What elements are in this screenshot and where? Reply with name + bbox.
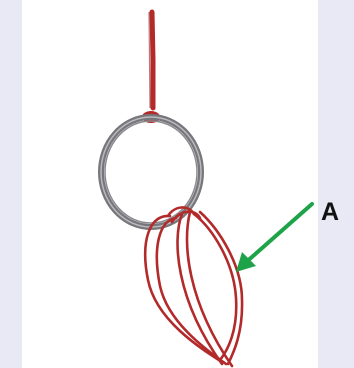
cord-loops [145, 207, 242, 366]
knot-illustration [22, 0, 318, 368]
photo [22, 0, 318, 368]
callout-label-a: A [321, 200, 339, 225]
pointer-arrow [236, 204, 312, 272]
top-cord [152, 12, 153, 108]
